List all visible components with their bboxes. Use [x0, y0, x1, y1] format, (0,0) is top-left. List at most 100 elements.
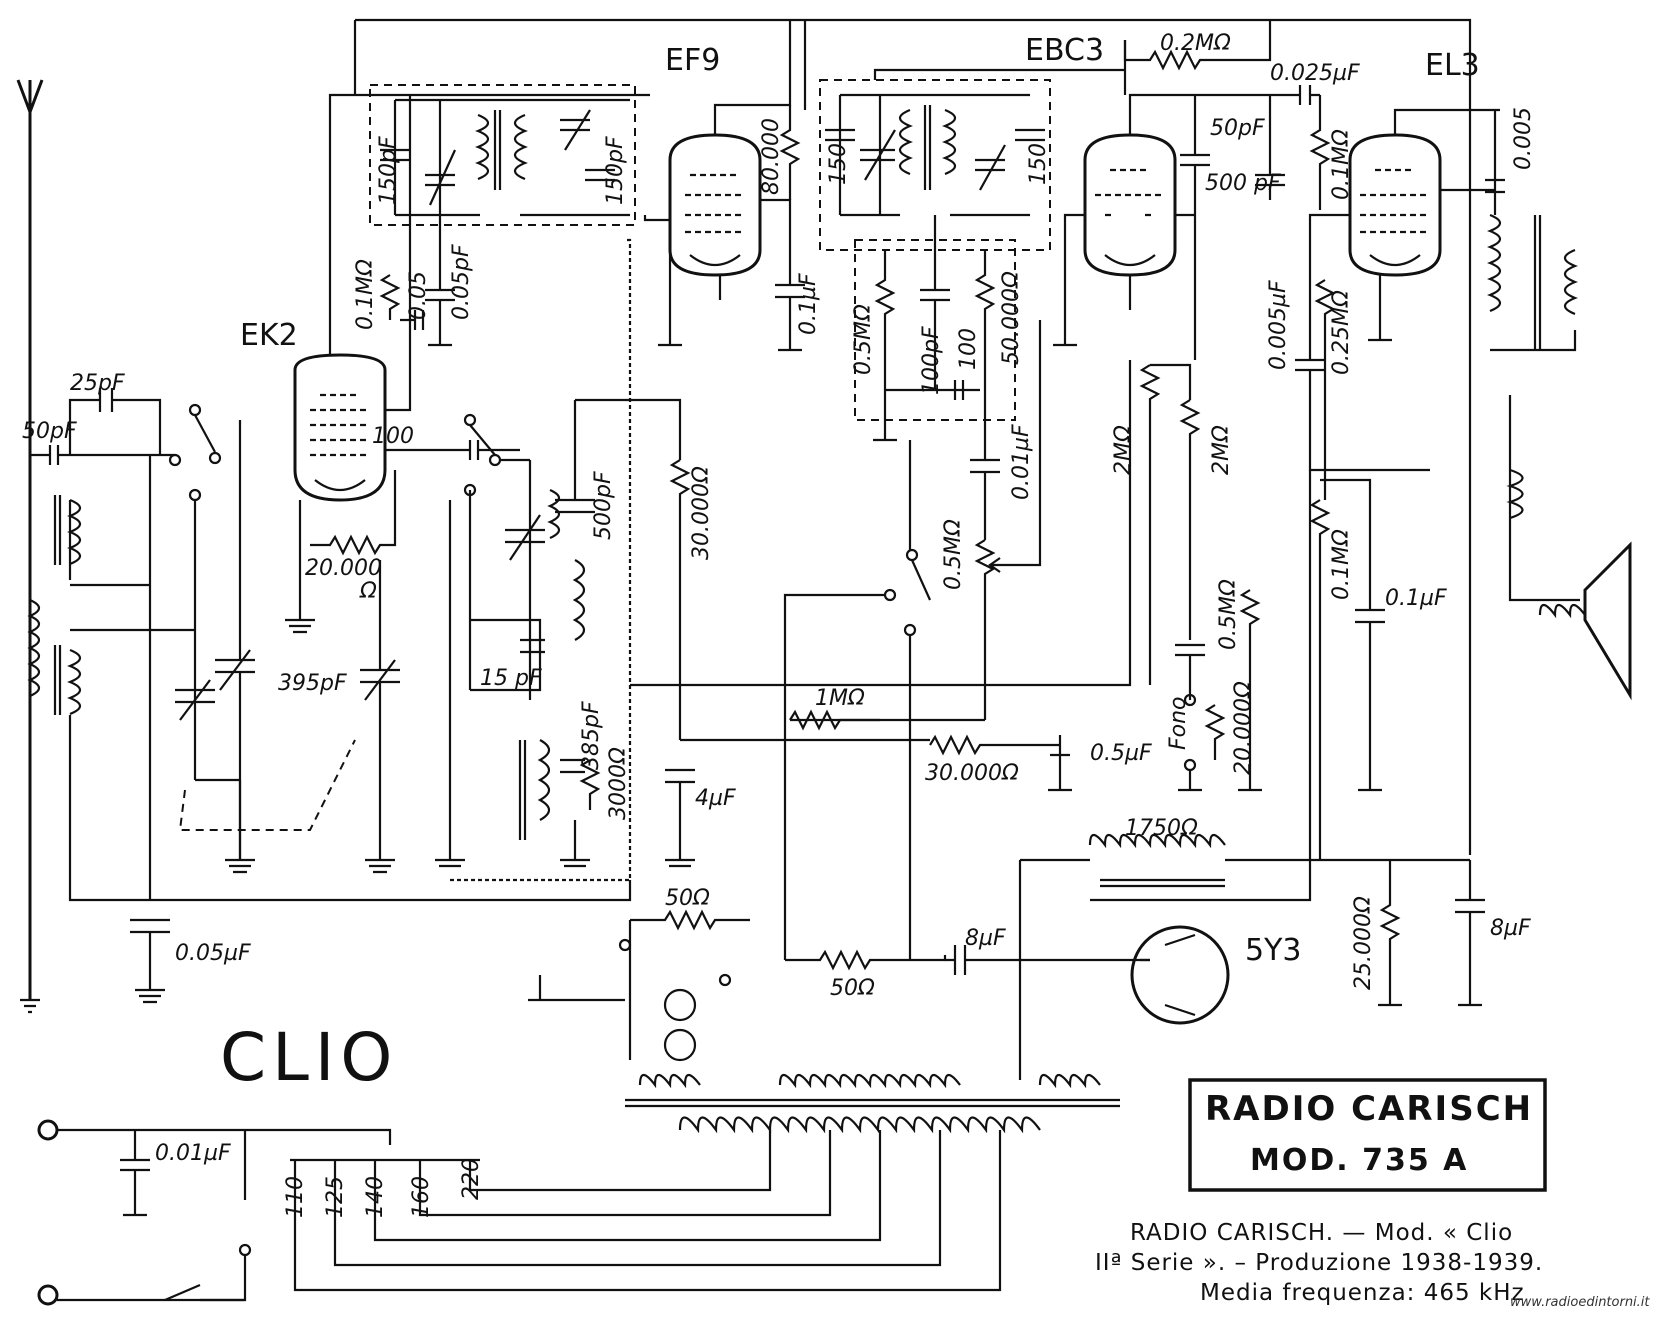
caption-line3: Media frequenza: 465 kHz [1200, 1280, 1525, 1306]
label-150-r: 150 [1026, 143, 1051, 185]
label-150-l: 150 [826, 143, 851, 185]
capacitor-150pf-a [380, 148, 410, 162]
capacitor-0-01uf-mains [120, 1130, 150, 1217]
caption-line2: IIª Serie ». – Produzione 1938-1939. [1095, 1250, 1543, 1276]
label-2m-a: 2MΩ [1111, 425, 1136, 475]
label-30000-v: 30.000Ω [689, 466, 714, 560]
resistor-30000-h [929, 734, 1060, 756]
output-transformer-primary [1487, 213, 1502, 313]
label-0-005: 0.005 [1511, 107, 1536, 170]
label-4uf: 4µF [695, 786, 736, 811]
label-0-25m: 0.25MΩ [1329, 290, 1354, 375]
capacitor-150pf-b [585, 168, 615, 182]
tube-ef9-label: EF9 [665, 43, 720, 78]
resistor-30000-v [669, 459, 691, 740]
tube-ebc3-envelope [1083, 133, 1177, 277]
label-0-1m-el3: 0.1MΩ [1329, 129, 1354, 200]
ground-icon [20, 998, 40, 1014]
resistor-20000-b [1204, 704, 1226, 760]
capacitor-0-01uf [970, 430, 1000, 540]
if-can-2 [819, 79, 1051, 251]
resistor-0-25m [1314, 279, 1336, 500]
label-50pf: 50pF [22, 419, 77, 444]
mains-terminal-1 [37, 1119, 59, 1141]
label-0-1uf-ef9: 0.1µF [796, 273, 821, 335]
tuning-section: 395pF [168, 403, 400, 874]
nameplate-frame [1188, 1078, 1547, 1192]
field-coil [1506, 468, 1524, 520]
capacitor-8uf-b [945, 945, 1150, 975]
power-switch [164, 1283, 245, 1302]
if-transformer-1: 150pF 150pF 0.05pF 0.1MΩ 0.05 [353, 84, 636, 347]
capacitor-100pf [885, 215, 980, 392]
label-25pf: 25pF [70, 371, 125, 396]
tube-5y3-envelope [1130, 925, 1230, 1025]
if-coil-2b [942, 108, 957, 176]
label-3000: 3000Ω [606, 747, 631, 820]
capacitor-100 [468, 440, 480, 460]
capacitor-15pf [520, 638, 545, 654]
rf-coil-1 [67, 498, 82, 566]
resistor-25000 [1378, 860, 1402, 1007]
label-0-05pf: 0.05pF [449, 244, 474, 320]
label-1m: 1MΩ [815, 686, 865, 711]
gang-link [178, 739, 356, 831]
capacitor-0-5uf [1048, 735, 1072, 792]
label-50pf-ebc: 50pF [1210, 116, 1265, 141]
bplus-wire [408, 95, 1312, 902]
resistor-0-2m [1123, 20, 1272, 71]
capacitor-0-025uf [1270, 85, 1320, 105]
label-0-1m-ek2: 0.1MΩ [353, 259, 378, 330]
capacitor-0-005 [1485, 178, 1505, 215]
label-tap-125: 125 [323, 1176, 348, 1218]
capacitor-500pf [555, 400, 595, 514]
capacitor-500pf-ebc [1255, 95, 1285, 200]
mains-primary-winding [678, 1116, 1041, 1134]
capacitor-4uf [665, 768, 695, 868]
label-2m-b: 2MΩ [1209, 425, 1234, 475]
resistor-0-1m-ek2 [379, 274, 401, 320]
label-tap-160: 160 [409, 1176, 434, 1218]
caption-line1: RADIO CARISCH. — Mod. « Clio [1130, 1220, 1513, 1246]
resistor-0-1m-b [1309, 499, 1331, 860]
label-1750: 1750Ω [1125, 816, 1198, 841]
label-30000-h: 30.000Ω [925, 761, 1019, 786]
resistor-1m [789, 709, 880, 731]
label-100: 100 [372, 424, 414, 449]
label-0-5m-vol: 0.5MΩ [941, 519, 966, 590]
label-0-2m: 0.2MΩ [1160, 31, 1231, 56]
label-tap-220: 220 [459, 1158, 484, 1200]
resistor-0-1m-el3 [1309, 95, 1331, 210]
if-can-1 [369, 84, 636, 226]
model-name: CLIO [220, 1019, 398, 1096]
capacitor-0-1uf-b [1320, 478, 1385, 792]
resistor-3000 [579, 759, 601, 810]
resistor-80000 [779, 105, 801, 200]
label-0-025uf: 0.025µF [1270, 61, 1360, 86]
potentiometer-0-5m-tone [1238, 589, 1262, 792]
label-100pf: 100pF [919, 326, 944, 395]
label-500pf-ebc: 500 pF [1205, 171, 1281, 196]
power-supply: 1750Ω 25.000Ω 8µF 50Ω 50Ω 8µF 5Y3 [528, 816, 1531, 1134]
resistor-0-5m-a [874, 250, 896, 390]
watermark: www.radioedintorni.it [1510, 1295, 1650, 1310]
label-0-01uf-mains: 0.01µF [155, 1141, 231, 1166]
label-tap-140: 140 [363, 1176, 388, 1218]
if-coil-1b [513, 113, 528, 181]
label-8uf-a: 8µF [1490, 916, 1531, 941]
capacitor-0-1uf-ef9 [760, 198, 805, 352]
label-50000: 50.000Ω [999, 271, 1024, 365]
capacitor-385pf [560, 758, 585, 774]
capacitor-50pf-ebc [1128, 93, 1270, 217]
tube-ek2-envelope [293, 353, 387, 502]
label-20000: 20.000 [305, 556, 382, 581]
label-500pf: 500pF [591, 471, 616, 540]
antenna-coil [27, 598, 41, 698]
label-150pf-a: 150pF [376, 136, 401, 205]
label-25000: 25.000Ω [1351, 896, 1376, 990]
tube-ef9-envelope [668, 133, 762, 277]
label-0-5m-tone: 0.5MΩ [1216, 579, 1241, 650]
if-coil-1a [475, 113, 490, 181]
rf-coil-2 [67, 648, 82, 716]
